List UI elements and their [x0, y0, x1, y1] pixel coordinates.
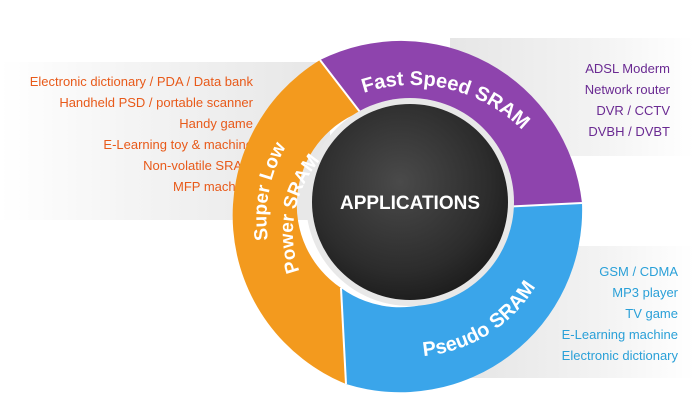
list-item: GSM / CDMA: [599, 264, 678, 279]
list-item: E-Learning toy & machine: [103, 137, 253, 152]
list-item: ADSL Moderm: [585, 61, 670, 76]
center-circle: [312, 104, 508, 300]
list-item: Handy game: [179, 116, 253, 131]
list-item: Electronic dictionary: [561, 348, 678, 363]
super-low-power-applications-list: Electronic dictionary / PDA / Data bank …: [30, 71, 253, 197]
list-item: E-Learning machine: [561, 327, 678, 342]
pseudo-sram-segment: [341, 203, 583, 393]
super-low-power-sram-segment: [232, 60, 360, 384]
list-item: MFP machine: [173, 179, 253, 194]
list-item: TV game: [625, 306, 678, 321]
fast-speed-applications-list: ADSL Moderm Network router DVR / CCTV DV…: [585, 58, 670, 142]
pseudo-sram-applications-list: GSM / CDMA MP3 player TV game E-Learning…: [562, 261, 678, 366]
list-item: Network router: [584, 82, 670, 97]
list-item: Non-volatile SRAM: [143, 158, 253, 173]
list-item: DVBH / DVBT: [588, 124, 670, 139]
list-item: DVR / CCTV: [596, 103, 670, 118]
center-title: APPLICATIONS: [340, 193, 480, 214]
list-item: MP3 player: [612, 285, 678, 300]
list-item: Handheld PSD / portable scanner: [59, 95, 253, 110]
segment-divider: [340, 287, 347, 385]
fast-speed-sram-segment: [320, 40, 582, 207]
segment-divider: [319, 59, 361, 113]
list-item: Electronic dictionary / PDA / Data bank: [29, 74, 253, 89]
